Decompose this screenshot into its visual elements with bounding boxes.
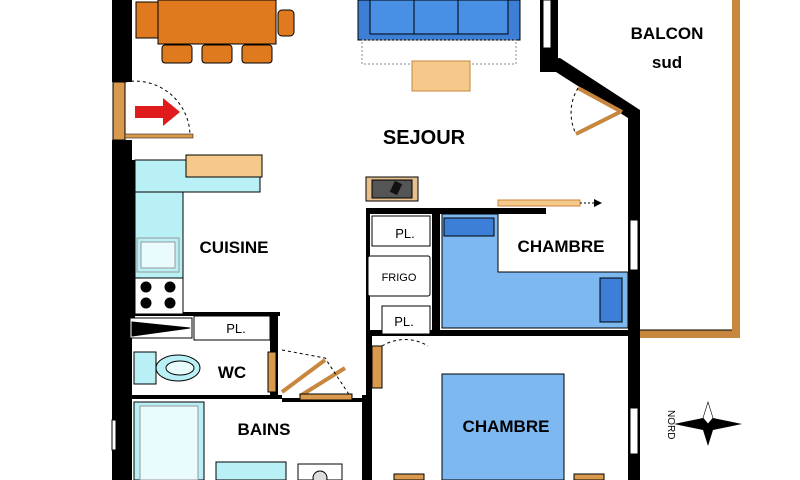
bedroom-2 xyxy=(393,373,605,480)
placard-label-2: PL. xyxy=(226,321,246,336)
balcony xyxy=(640,0,740,338)
bedroom-2-door-leaf xyxy=(371,345,383,389)
wc-tank xyxy=(133,351,157,385)
wall-left-top xyxy=(112,0,132,82)
dining-table xyxy=(135,0,295,64)
placard-kitchen-box xyxy=(193,315,271,341)
hob-burner-3 xyxy=(140,297,152,309)
entry-door xyxy=(112,80,194,141)
room-label-chambre-1: CHAMBRE xyxy=(518,237,605,256)
room-label-balcon: BALCON xyxy=(631,24,704,43)
hall-doors xyxy=(280,339,429,401)
balcony-rail-bottom xyxy=(640,330,740,338)
window-bath xyxy=(111,419,117,451)
room-label-balcon-sud: sud xyxy=(652,53,682,72)
room-label-cuisine: CUISINE xyxy=(200,238,269,257)
bedroom-1-pillow-1 xyxy=(443,217,495,237)
bathroom xyxy=(133,401,343,480)
balcony-door-leaf-1 xyxy=(577,86,623,114)
bedroom-1-pillow-2 xyxy=(599,277,623,323)
wall-left-edge xyxy=(132,160,135,320)
compass: NORD xyxy=(665,400,742,446)
wall-bedroom-divider xyxy=(366,330,632,336)
closets xyxy=(367,215,431,335)
wc-room xyxy=(133,351,277,393)
hall-door-1 xyxy=(280,358,327,394)
bedroom-1-door xyxy=(497,199,602,207)
bathtub-inner xyxy=(139,405,199,480)
kitchen-sink-basin xyxy=(140,241,176,269)
windows xyxy=(111,0,639,455)
bedroom-1 xyxy=(441,213,629,329)
placard-3-box xyxy=(381,305,431,335)
sofa-cushion-1 xyxy=(369,0,415,35)
sofa-cushion-2 xyxy=(413,0,459,35)
wall-right-diagonal xyxy=(540,58,640,218)
dining-chair-2 xyxy=(201,44,233,64)
entry-arrow-icon xyxy=(135,98,180,126)
wc-door-leaf xyxy=(267,351,277,393)
entry-door-swing xyxy=(124,80,191,137)
bedroom-1-bed xyxy=(441,213,629,329)
placard-kitchen xyxy=(129,315,271,341)
coffee-table xyxy=(411,60,471,92)
tv-icon xyxy=(389,180,403,196)
bedroom-2-bed xyxy=(441,373,565,480)
rug xyxy=(361,39,517,65)
hall-door-threshold xyxy=(299,393,353,401)
wall-wc-bottom xyxy=(132,395,282,399)
bath-sink xyxy=(215,461,287,480)
wall-bedroom-1-left xyxy=(432,210,440,335)
dining-chair-left xyxy=(135,1,159,39)
placard-1-box xyxy=(371,215,431,247)
frigo-box xyxy=(367,255,431,297)
kitchen xyxy=(134,154,263,315)
window-bedroom-2 xyxy=(629,407,639,455)
hob-burner-4 xyxy=(164,297,176,309)
entry-door-threshold xyxy=(124,133,194,139)
compass-label: NORD xyxy=(665,410,676,439)
frigo-label: FRIGO xyxy=(382,272,417,284)
slide-arrow-icon xyxy=(594,199,602,207)
window-sejour-top xyxy=(542,0,552,49)
sofa xyxy=(357,0,521,41)
dining-chair-3 xyxy=(241,44,273,64)
dining-chair-1 xyxy=(161,44,193,64)
entry-door-leaf xyxy=(112,81,126,141)
placard-label-3: PL. xyxy=(394,314,414,329)
hob-burner-1 xyxy=(140,281,152,293)
compass-star-icon-light xyxy=(702,400,714,425)
bedroom-1-sliding-door xyxy=(497,199,581,207)
hall-door-2 xyxy=(298,366,347,398)
bedside-table-right xyxy=(573,473,605,480)
wall-kitchen-bottom xyxy=(132,312,280,316)
bedroom-2-door-swing xyxy=(381,339,429,347)
dining-chair-right xyxy=(277,9,295,37)
balcony-door xyxy=(570,86,623,136)
placard-label-1: PL. xyxy=(395,226,415,241)
wall-left-mid xyxy=(112,140,132,480)
ventilation-icon xyxy=(131,321,191,337)
balcony-rail-right xyxy=(732,0,740,338)
balcony-door-swing xyxy=(570,87,579,135)
balcony-door-leaf-2 xyxy=(575,110,621,136)
room-label-sejour: SEJOUR xyxy=(383,127,466,149)
dining-table-top xyxy=(157,0,277,45)
washing-machine-drum xyxy=(312,470,328,480)
wall-closets-top xyxy=(366,208,546,214)
bedside-table-left xyxy=(393,473,425,480)
room-label-chambre-2: CHAMBRE xyxy=(463,417,550,436)
wc-bowl-inner xyxy=(165,360,195,376)
room-label-bains: BAINS xyxy=(238,420,291,439)
wall-bedroom-2-left xyxy=(366,336,372,480)
window-bedroom-1 xyxy=(629,219,639,271)
sofa-cushion-3 xyxy=(457,0,509,35)
tv-unit xyxy=(365,176,419,202)
hall-door-swing xyxy=(281,349,351,397)
kitchen-shelf xyxy=(185,154,263,178)
room-label-wc: WC xyxy=(218,363,246,382)
hob-burner-2 xyxy=(164,281,176,293)
